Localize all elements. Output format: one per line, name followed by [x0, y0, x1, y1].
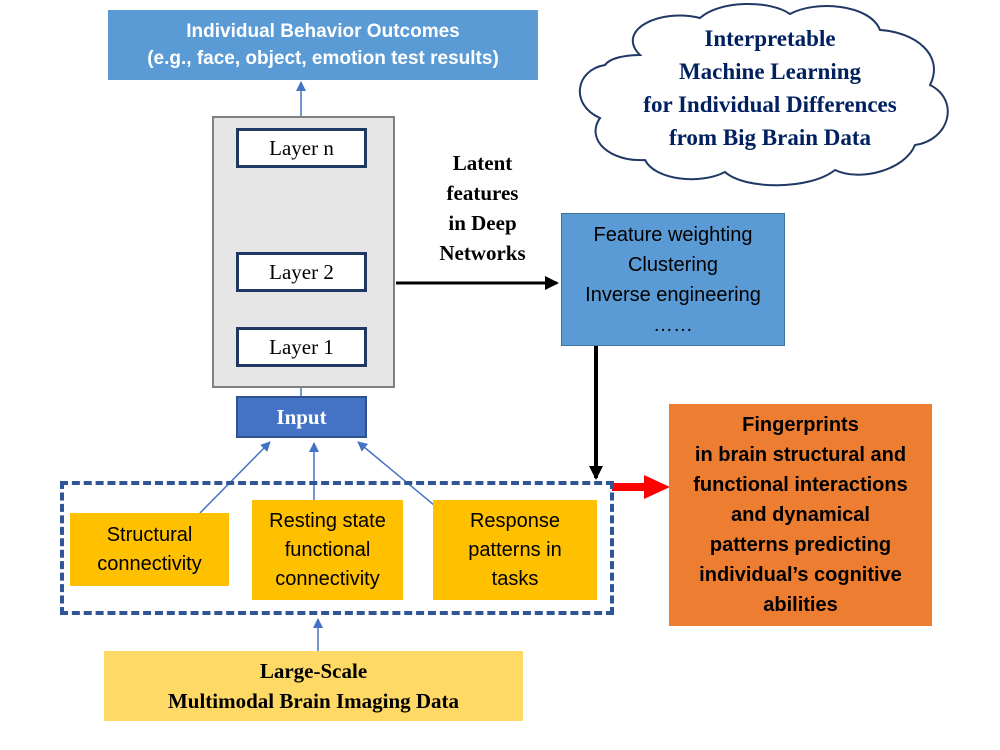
outcomes-subtitle: (e.g., face, object, emotion test result…	[147, 48, 499, 69]
modality-line: functional	[284, 538, 371, 561]
cloud-line: for Individual Differences	[643, 91, 897, 117]
modality-line: connectivity	[275, 567, 380, 590]
layer-1-box: Layer 1	[236, 327, 367, 367]
fingerprint-line: in brain structural and	[694, 444, 907, 466]
latent-features-label: Latent features in Deep Networks	[410, 146, 555, 270]
modalities-group	[60, 481, 614, 615]
arrow-head-red	[644, 475, 670, 499]
layer-n-box: Layer n	[236, 128, 367, 168]
latent-line: Latent	[452, 151, 513, 175]
input-box: Input	[236, 396, 367, 438]
modality-line: Resting state	[269, 509, 386, 532]
modality-line: tasks	[491, 567, 539, 590]
modality-line: patterns in	[468, 538, 562, 561]
modality-line: connectivity	[97, 552, 202, 575]
fingerprint-line: patterns predicting	[709, 534, 892, 556]
cloud-shape	[579, 2, 949, 187]
method-item: Feature weighting	[593, 223, 753, 246]
methods-box: Feature weighting Clustering Inverse eng…	[561, 213, 785, 346]
modality-response-patterns: Response patterns in tasks	[433, 500, 597, 600]
fingerprint-line: abilities	[763, 594, 838, 616]
latent-line: Networks	[439, 241, 526, 265]
cloud-line: from Big Brain Data	[668, 124, 872, 150]
data-source-line: Multimodal Brain Imaging Data	[167, 689, 460, 713]
latent-line: features	[446, 181, 519, 205]
modality-line: Response	[469, 509, 561, 532]
method-item: ……	[653, 313, 693, 336]
latent-line: in Deep	[448, 211, 517, 235]
cloud-line: Machine Learning	[678, 58, 862, 84]
data-source-line: Large-Scale	[259, 659, 368, 683]
method-item: Inverse engineering	[585, 283, 761, 306]
cloud-title: Interpretable Machine Learning for Indiv…	[616, 20, 924, 155]
modality-structural: Structural connectivity	[70, 513, 229, 586]
fingerprints-box: Fingerprints in brain structural and fun…	[669, 404, 932, 626]
fingerprint-line: and dynamical	[731, 504, 870, 526]
arrow-structural-to-input	[199, 441, 271, 514]
arrow-response-to-input	[357, 441, 441, 511]
modality-line: Structural	[106, 523, 193, 546]
fingerprint-line: functional interactions	[693, 474, 908, 496]
fingerprint-line: Fingerprints	[742, 414, 859, 436]
data-source-box: Large-Scale Multimodal Brain Imaging Dat…	[104, 651, 523, 721]
method-item: Clustering	[627, 253, 719, 276]
layer-2-box: Layer 2	[236, 252, 367, 292]
cloud-line: Interpretable	[704, 25, 836, 51]
outcomes-title: Individual Behavior Outcomes	[186, 21, 460, 42]
fingerprint-line: individual’s cognitive	[699, 564, 902, 586]
outcomes-box: Individual Behavior Outcomes (e.g., face…	[108, 10, 538, 80]
modality-resting-state: Resting state functional connectivity	[252, 500, 403, 600]
